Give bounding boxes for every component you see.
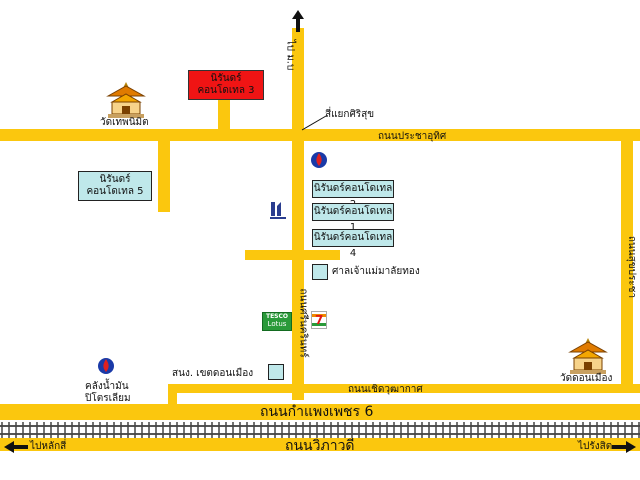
road-main — [0, 404, 640, 420]
junction-label: สี่แยกศิริสุข — [325, 109, 375, 120]
road-label-north-south: ถนนศรีนครินทร์ — [297, 288, 309, 358]
seven-eleven-icon: 7 — [311, 311, 327, 329]
oil-depot-line1: คลังน้ำมัน — [85, 381, 129, 392]
road-label-vibhavadi: ถนนวิภาวดี — [285, 438, 355, 454]
lotus-text: Lotus — [267, 320, 287, 328]
seven-text: 7 — [315, 313, 324, 327]
temple-right-label: วัดดอนเมือง — [560, 373, 613, 384]
top-arrow-label: ไป ม.บ — [284, 39, 296, 71]
direction-left: ไปหลักสี่ — [30, 441, 67, 452]
road-top — [0, 129, 640, 141]
junction-pointer — [301, 115, 327, 131]
condo5-line1: นิรันดร์ — [99, 174, 131, 185]
railway-line — [0, 422, 640, 438]
office-label: สนง. เขตดอนเมือง — [172, 368, 254, 379]
oil-depot-line2: ปิโตรเลียม — [85, 393, 131, 404]
road-bottom-connector — [168, 384, 177, 406]
road-side — [245, 250, 340, 260]
road-to-condo5 — [158, 140, 170, 212]
road-to-condo3 — [218, 100, 230, 130]
condo1-label: นิรันดร์คอนโดเทล 1 — [313, 206, 393, 233]
road-label-bottom-small: ถนนเชิดวุฒากาศ — [348, 384, 423, 395]
condo3-line1: นิรันดร์ — [210, 73, 242, 84]
road-bottom-small — [168, 384, 640, 393]
office-marker — [268, 364, 284, 380]
arrow-left-icon — [4, 441, 28, 453]
condo3-box: นิรันดร์ คอนโดเทล 3 — [188, 70, 264, 100]
arrow-right-icon — [612, 441, 636, 453]
direction-right: ไปรังสิต — [578, 441, 613, 452]
condo4-label: นิรันดร์คอนโดเทล 4 — [313, 232, 393, 259]
arrow-up-icon — [292, 10, 304, 32]
gas-station-icon — [98, 358, 114, 374]
road-label-right: ถนนสุขประชา — [626, 235, 638, 299]
road-label-top: ถนนประชาอุทิศ — [378, 131, 447, 142]
shrine-label: ศาลเจ้าแม่มาลัยทอง — [332, 266, 420, 277]
condo5-box: นิรันดร์ คอนโดเทล 5 — [78, 171, 152, 201]
temple-icon — [568, 338, 608, 374]
condo3-line2: คอนโดเทล 3 — [197, 85, 255, 96]
road-label-main: ถนนกำแพงเพชร 6 — [260, 404, 374, 420]
road-vibhavadi — [0, 438, 640, 451]
temple-icon — [106, 82, 146, 118]
shrine-marker — [312, 264, 328, 280]
hotel-logo-icon — [270, 202, 286, 219]
tesco-text: TESCO — [265, 313, 289, 320]
condo1-box: นิรันดร์คอนโดเทล 1 — [312, 203, 394, 233]
gas-station-icon — [311, 152, 327, 168]
tesco-lotus-icon: TESCO Lotus — [262, 312, 292, 331]
condo4-box: นิรันดร์คอนโดเทล 4 — [312, 229, 394, 259]
road-north-south — [292, 28, 304, 400]
temple-left-label: วัดเทพนิมิต — [100, 117, 149, 128]
condo2-box: นิรันดร์คอนโดเทล 2 — [312, 180, 394, 210]
road-right — [621, 140, 633, 385]
condo5-line2: คอนโดเทล 5 — [86, 186, 144, 197]
